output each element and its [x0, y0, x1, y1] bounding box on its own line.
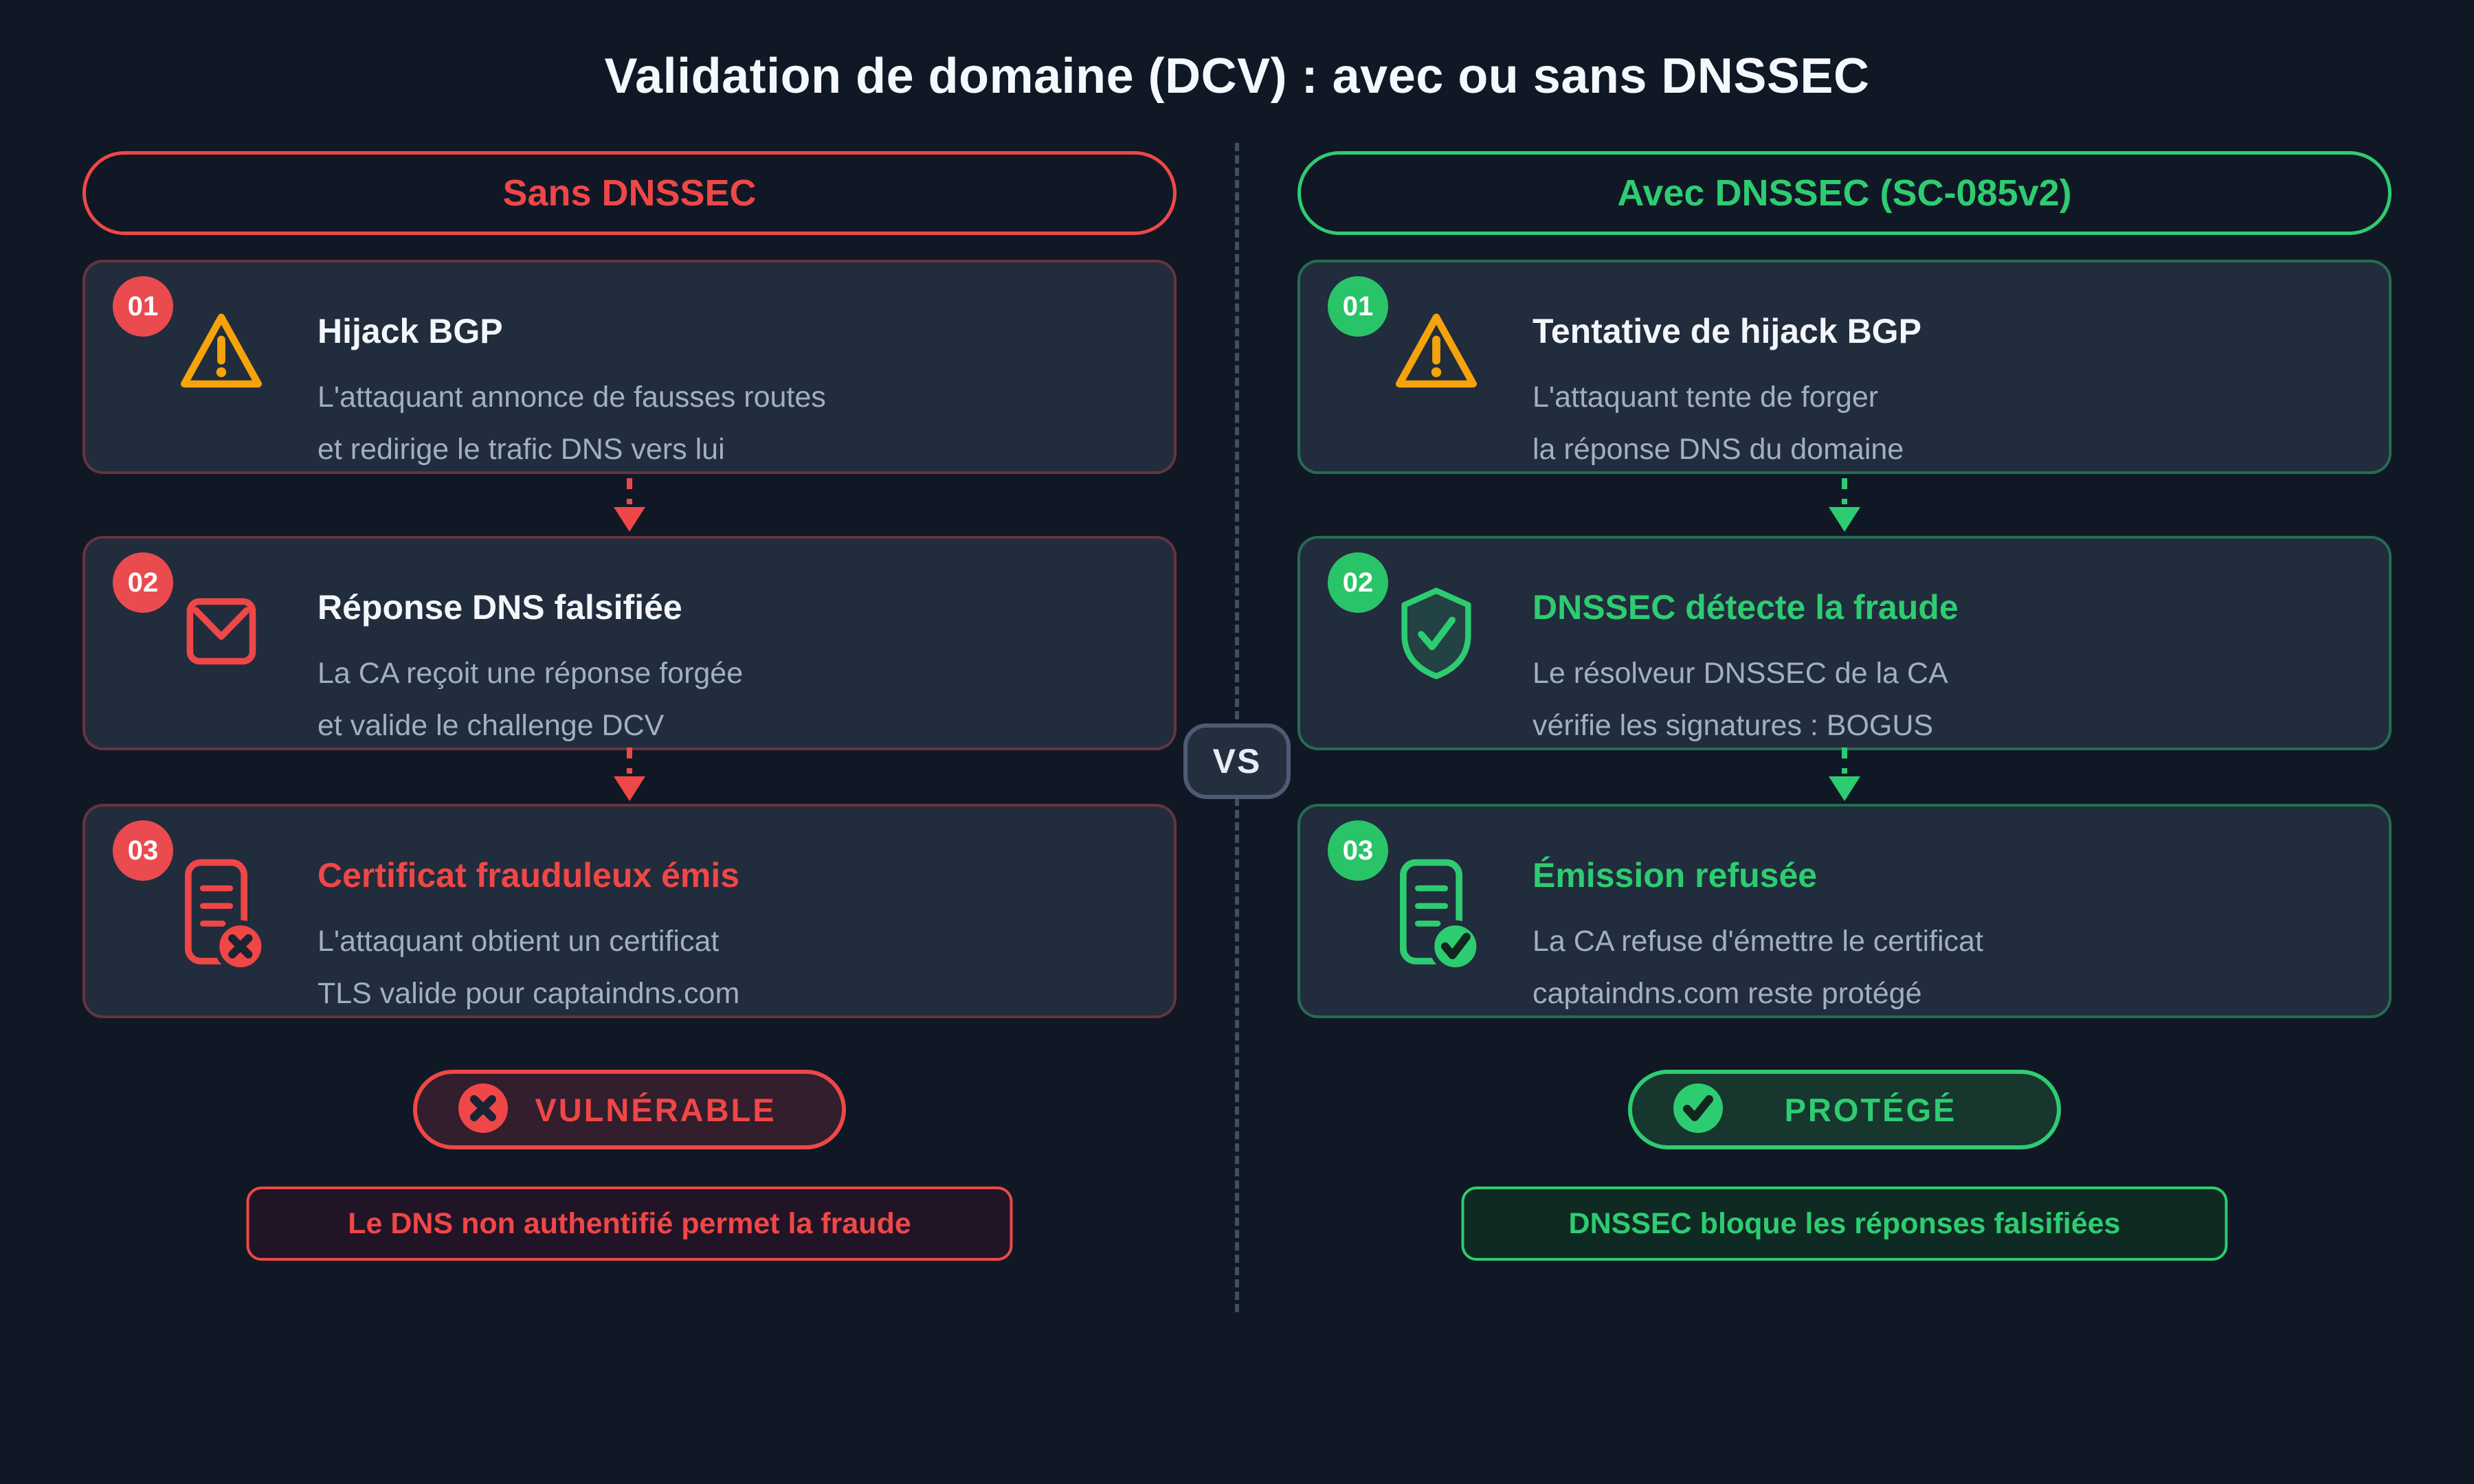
flow-arrow-down [1297, 746, 2392, 802]
warning-triangle-icon [164, 309, 278, 390]
step-description-line: La CA reçoit une réponse forgée [317, 657, 744, 690]
verdict-pill-vulnerable: VULNÉRABLE [413, 1070, 846, 1149]
x-circle-icon [457, 1082, 509, 1138]
column-avec-dnssec: Avec DNSSEC (SC-085v2) 01 Tentative de h… [1297, 151, 2392, 1305]
step-title: Tentative de hijack BGP [1533, 312, 1921, 350]
step-description-line: L'attaquant annonce de fausses routes [317, 381, 826, 414]
step-number-badge: 03 [1328, 820, 1388, 881]
page-title: Validation de domaine (DCV) : avec ou sa… [604, 49, 1870, 104]
verdict-label: VULNÉRABLE [535, 1091, 777, 1128]
step-description-line: L'attaquant obtient un certificat [317, 925, 720, 958]
flow-arrow-down [82, 477, 1177, 533]
step-card-forged-dns: 02 Réponse DNS falsifiée La CA reçoit un… [82, 536, 1177, 750]
step-description-line: et valide le challenge DCV [317, 709, 665, 742]
step-number-badge: 02 [113, 552, 173, 613]
step-number-badge: 02 [1328, 552, 1388, 613]
column-header-avec-dnssec: Avec DNSSEC (SC-085v2) [1297, 151, 2392, 235]
step-card-bgp-hijack: 01 Hijack BGP L'attaquant annonce de fau… [82, 260, 1177, 474]
step-card-fraudulent-cert: 03 Certificat frauduleux émis L'a [82, 804, 1177, 1018]
step-description-line: la réponse DNS du domaine [1533, 433, 1904, 466]
step-title: Hijack BGP [317, 312, 503, 350]
step-description-line: captaindns.com reste protégé [1533, 977, 1922, 1010]
step-number-badge: 01 [113, 276, 173, 337]
step-description-line: L'attaquant tente de forger [1533, 381, 1879, 414]
step-description-line: et redirige le trafic DNS vers lui [317, 433, 725, 466]
step-card-dnssec-detects: 02 DNSSEC détecte la fraude Le résolveur… [1297, 536, 2392, 750]
step-card-bgp-attempt: 01 Tentative de hijack BGP L'attaquant t… [1297, 260, 2392, 474]
step-number-badge: 01 [1328, 276, 1388, 337]
flow-arrow-down [1297, 477, 2392, 533]
verdict-label: PROTÉGÉ [1784, 1091, 1957, 1128]
vs-badge: VS [1183, 723, 1291, 799]
step-card-issuance-refused: 03 Émission refusée La CA refuse [1297, 804, 2392, 1018]
document-check-icon [1379, 857, 1493, 973]
column-sans-dnssec: Sans DNSSEC 01 Hijack BGP L'attaquant an… [82, 151, 1177, 1305]
step-number-badge: 03 [113, 820, 173, 881]
document-x-icon [164, 857, 278, 973]
summary-note-avec-dnssec: DNSSEC bloque les réponses falsifiées [1461, 1187, 2228, 1261]
verdict-pill-protege: PROTÉGÉ [1628, 1070, 2061, 1149]
flow-arrow-down [82, 746, 1177, 802]
check-circle-icon [1672, 1082, 1724, 1138]
step-title: Certificat frauduleux émis [317, 856, 740, 895]
step-description-line: La CA refuse d'émettre le certificat [1533, 925, 1983, 958]
step-description-line: Le résolveur DNSSEC de la CA [1533, 657, 1948, 690]
envelope-icon [164, 595, 278, 668]
step-title: Réponse DNS falsifiée [317, 588, 682, 627]
warning-triangle-icon [1379, 309, 1493, 390]
shield-check-icon [1379, 585, 1493, 682]
column-header-sans-dnssec: Sans DNSSEC [82, 151, 1177, 235]
step-title: Émission refusée [1533, 856, 1818, 895]
summary-note-sans-dnssec: Le DNS non authentifié permet la fraude [246, 1187, 1013, 1261]
step-description-line: TLS valide pour captaindns.com [317, 977, 740, 1010]
step-title: DNSSEC détecte la fraude [1533, 588, 1959, 627]
step-description-line: vérifie les signatures : BOGUS [1533, 709, 1934, 742]
